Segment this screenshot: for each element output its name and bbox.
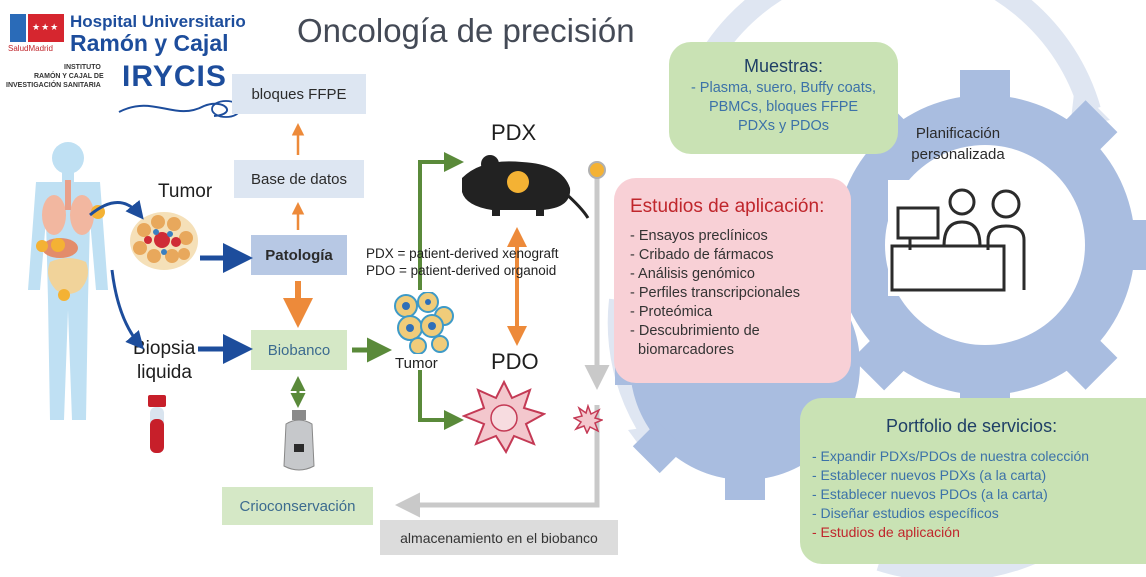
muestras-panel: Muestras: - Plasma, suero, Buffy coats, … [669, 42, 898, 154]
tumor-tissue-image [130, 212, 198, 270]
estudios-title: Estudios de aplicación: [630, 196, 825, 217]
estudios-panel: Estudios de aplicación: - Ensayos preclí… [614, 178, 851, 383]
hospital-name-line1: Hospital Universitario [70, 12, 246, 31]
estudios-item-5: - Descubrimiento de [630, 323, 760, 339]
base-datos-box: Base de datos [234, 160, 364, 198]
instituto-line3: INVESTIGACIÓN SANITARIA [6, 82, 101, 89]
small-organoid-icon [573, 404, 603, 434]
blood-tube-icon [148, 395, 166, 453]
pdo-label: PDO [491, 349, 539, 374]
pdo-definition: PDO = patient-derived organoid [366, 263, 557, 278]
irycis-logo: INSTITUTO RAMÓN Y CAJAL DE INVESTIGACIÓN… [4, 60, 244, 124]
page-title: Oncología de precisión [297, 12, 635, 49]
muestras-line-1: PBMCs, bloques FFPE [708, 99, 859, 115]
muestras-title: Muestras: [743, 56, 824, 76]
biobanco-box: Biobanco [251, 330, 347, 370]
biopsia-label-line2: liquida [137, 362, 192, 383]
biopsia-label-line1: Biopsia [133, 338, 196, 359]
estudios-item-2: - Análisis genómico [630, 266, 755, 282]
cryo-tank-icon [283, 410, 315, 471]
portfolio-item-0: - Expandir PDXs/PDOs de nuestra colecció… [812, 448, 1090, 464]
muestras-line-0: - Plasma, suero, Buffy coats, [690, 80, 877, 96]
almacenamiento-box: almacenamiento en el biobanco [380, 520, 618, 555]
tumor-cells-label: Tumor [395, 355, 438, 372]
madrid-flag-icon: ★★★ [10, 14, 64, 42]
portfolio-title: Portfolio de servicios: [886, 416, 1058, 436]
portfolio-item-2: - Establecer nuevos PDOs (a la carta) [812, 486, 1048, 502]
portfolio-item-highlight: - Estudios de aplicación [812, 524, 960, 540]
estudios-item-1: - Cribado de fármacos [630, 247, 774, 263]
estudios-item-3: - Perfiles transcripcionales [630, 285, 801, 301]
portfolio-panel: Portfolio de servicios: - Expandir PDXs/… [800, 398, 1146, 564]
instituto-line2: RAMÓN Y CAJAL DE [34, 73, 104, 80]
estudios-item-4: - Proteómica [630, 304, 713, 320]
reception-desk-icon [888, 180, 1028, 296]
pdx-label: PDX [491, 120, 537, 145]
tumor-label: Tumor [158, 181, 213, 202]
planificacion-line1: Planificación [915, 125, 1001, 142]
tumor-cells-image [394, 292, 454, 354]
instituto-line1: INSTITUTO [64, 64, 101, 71]
portfolio-item-1: - Establecer nuevos PDXs (a la carta) [812, 467, 1047, 483]
organoid-icon [462, 379, 546, 454]
patologia-box: Patología [251, 235, 347, 275]
muestras-line-2: PDXs y PDOs [737, 118, 830, 134]
bloques-ffpe-box: bloques FFPE [232, 74, 366, 114]
hospital-name-line2: Ramón y Cajal [70, 30, 229, 56]
planificacion-line2: personalizada [911, 146, 1005, 163]
irycis-wordmark: IRYCIS [122, 60, 227, 93]
hospital-logo: ★★★ SaludMadrid Hospital Universitario R… [6, 10, 246, 58]
salud-madrid-text: SaludMadrid [8, 44, 53, 53]
estudios-item-6: biomarcadores [630, 342, 734, 358]
mouse-icon [462, 155, 590, 219]
human-body-illustration [28, 142, 108, 420]
crioconservacion-box: Crioconservación [222, 487, 373, 525]
estudios-item-0: - Ensayos preclínicos [630, 228, 768, 244]
pdx-definition: PDX = patient-derived xenograft [366, 246, 559, 261]
portfolio-item-3: - Diseñar estudios específicos [812, 505, 999, 521]
